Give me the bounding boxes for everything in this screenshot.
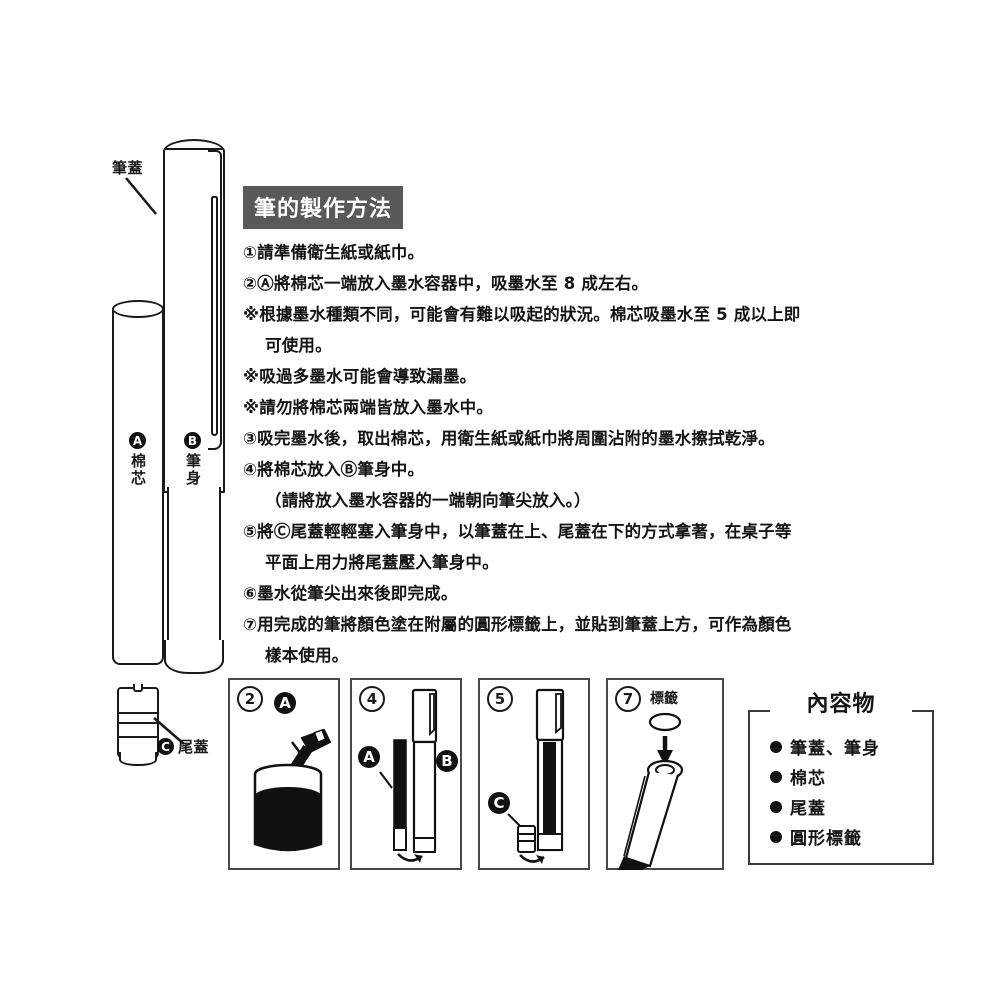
apply-label-illustration-icon xyxy=(618,712,684,870)
pen-body xyxy=(167,487,221,667)
tail-cap-foot-icon xyxy=(119,752,157,766)
instruction-step: ⑦用完成的筆將顏色塗在附屬的圓形標籤上，並貼到筆蓋上方，可作為顏色 xyxy=(243,615,792,634)
instructions-heading: 筆的製作方法 xyxy=(243,186,404,229)
instruction-step: ④將棉芯放入Ⓑ筆身中。 xyxy=(243,460,425,479)
tail-cap-leader-line xyxy=(153,717,185,745)
circle-b-icon: B xyxy=(436,750,458,772)
instruction-step-list: ①請準備衛生紙或紙巾。 ②Ⓐ將棉芯一端放入墨水容器中，吸墨水至 8 成左右。 ※… xyxy=(243,237,958,671)
contents-list-item: 棉芯 xyxy=(770,764,826,789)
bullet-icon xyxy=(770,800,782,813)
body-marker-badge: B xyxy=(184,430,201,449)
pen-exploded-diagram: 筆蓋 A 棉芯 B 筆身 xyxy=(0,0,240,800)
label-caption: 標籤 xyxy=(650,691,678,707)
contents-border-top-left xyxy=(748,710,770,712)
instruction-step: 平面上用力將尾蓋壓入筆身中。 xyxy=(265,553,499,572)
panel-number: 7 xyxy=(615,686,641,712)
circle-a-icon: A xyxy=(358,746,380,768)
insert-core-illustration-icon xyxy=(379,688,438,863)
panel-marker-badge-a: A xyxy=(358,746,380,768)
illustration-panel-2: 2 A xyxy=(228,678,340,870)
contents-item-label: 棉芯 xyxy=(790,769,826,789)
circle-c-icon: C xyxy=(157,738,174,755)
instruction-step: ※請勿將棉芯兩端皆放入墨水中。 xyxy=(243,398,494,417)
cotton-core-tube xyxy=(112,310,164,665)
body-label: 筆身 xyxy=(184,453,202,487)
bullet-icon xyxy=(770,770,782,783)
contents-border-left xyxy=(748,710,750,865)
panel-number: 4 xyxy=(359,686,385,712)
illustration-panel-4: 4 A B xyxy=(350,678,462,870)
pen-body-tip xyxy=(164,640,224,674)
bullet-icon xyxy=(770,830,782,843)
core-marker-badge: A xyxy=(129,430,146,449)
contents-border-top-right xyxy=(912,710,934,712)
pen-clip-inner-icon xyxy=(211,196,218,436)
instruction-step: （請將放入墨水容器的一端朝向筆尖放入。） xyxy=(265,491,591,510)
contents-item-label: 圓形標籤 xyxy=(790,829,862,849)
panel-marker-badge-b: B xyxy=(436,750,458,772)
instruction-step: ⑤將Ⓒ尾蓋輕輕塞入筆身中，以筆蓋在上、尾蓋在下的方式拿著，在桌子等 xyxy=(243,522,792,541)
contents-list-item: 尾蓋 xyxy=(770,794,826,819)
instruction-step: ③吸完墨水後，取出棉芯，用衛生紙或紙巾將周圍沾附的墨水擦拭乾淨。 xyxy=(243,429,775,448)
contents-list-item: 筆蓋、筆身 xyxy=(770,734,880,759)
tail-cap-notch-icon xyxy=(133,684,143,692)
panel-number: 5 xyxy=(487,686,513,712)
panel-marker-badge: A xyxy=(274,692,296,714)
bullet-icon xyxy=(770,740,782,753)
instruction-step: ※吸過多墨水可能會導致漏墨。 xyxy=(243,367,477,386)
circle-a-icon: A xyxy=(129,432,146,449)
contents-title: 內容物 xyxy=(806,692,876,717)
contents-border-bottom xyxy=(748,863,934,865)
circle-c-icon: C xyxy=(488,792,510,814)
tail-cap-label: 尾蓋 xyxy=(178,738,210,756)
illustration-panel-7: 7 標籤 xyxy=(606,678,724,870)
panel-number: 2 xyxy=(237,686,263,712)
illustration-panel-5: 5 C xyxy=(478,678,590,870)
cotton-core-top-ellipse-icon xyxy=(112,300,164,318)
ink-jar-illustration-icon xyxy=(253,728,332,852)
press-tail-cap-illustration-icon xyxy=(507,688,565,864)
tail-cap-callout: C 尾蓋 xyxy=(157,736,209,757)
panel-marker-badge-c: C xyxy=(488,792,510,814)
tail-cap-rib-icon xyxy=(117,722,159,724)
instructions-panel: 筆的製作方法 ①請準備衛生紙或紙巾。 ②Ⓐ將棉芯一端放入墨水容器中，吸墨水至 8… xyxy=(243,186,958,671)
instruction-step: ②Ⓐ將棉芯一端放入墨水容器中，吸墨水至 8 成左右。 xyxy=(243,274,649,293)
contents-border-right xyxy=(932,710,934,865)
tail-cap-rib-icon xyxy=(117,712,159,714)
contents-box: 內容物 筆蓋、筆身 棉芯 尾蓋 圓形標籤 xyxy=(748,690,934,865)
instruction-step: 可使用。 xyxy=(265,336,332,355)
tail-cap-rib-icon xyxy=(117,736,159,738)
cap-leader-line xyxy=(125,177,157,215)
instruction-step: ①請準備衛生紙或紙巾。 xyxy=(243,243,425,262)
cap-label: 筆蓋 xyxy=(112,159,144,177)
contents-list-item: 圓形標籤 xyxy=(770,824,862,849)
instruction-step: ※根據墨水種類不同，可能會有難以吸起的狀況。棉芯吸墨水至 5 成以上即 xyxy=(243,305,801,324)
contents-item-label: 筆蓋、筆身 xyxy=(790,739,880,759)
contents-item-label: 尾蓋 xyxy=(790,799,826,819)
instruction-step: 樣本使用。 xyxy=(265,646,349,665)
circle-a-icon: A xyxy=(274,692,296,714)
core-label: 棉芯 xyxy=(129,453,147,487)
instruction-step: ⑥墨水從筆尖出來後即完成。 xyxy=(243,584,458,603)
circle-b-icon: B xyxy=(184,432,201,449)
